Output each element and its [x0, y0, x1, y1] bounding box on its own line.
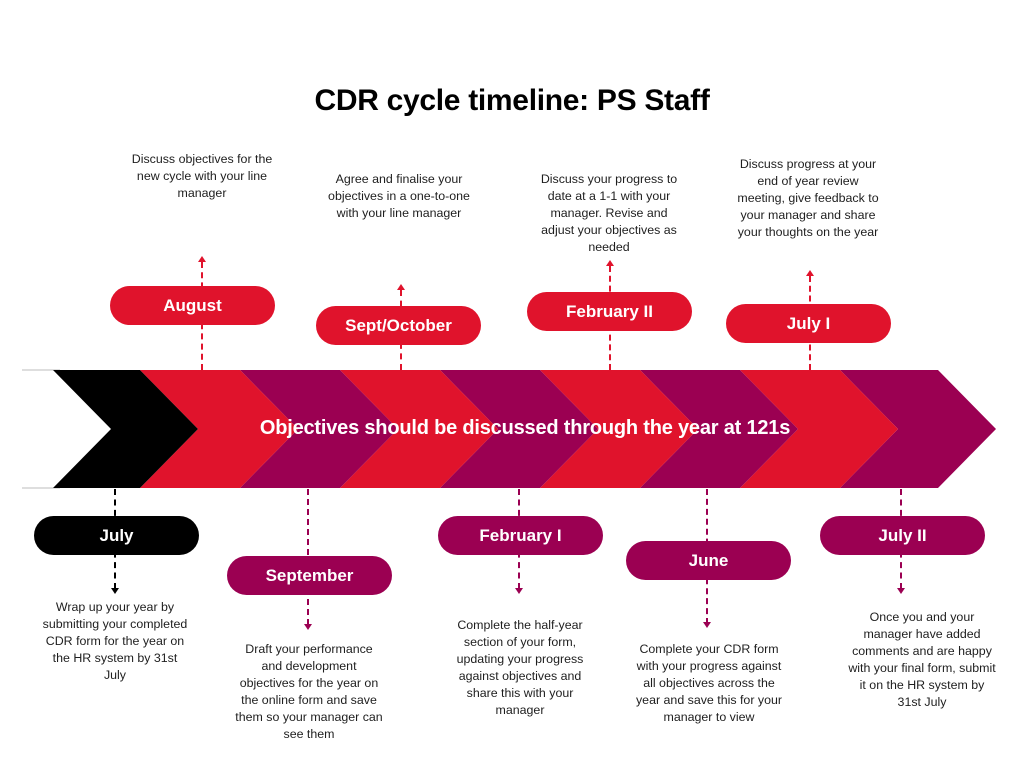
chevron-segment-9 — [840, 370, 996, 488]
milestone-description: Once you and your manager have added com… — [848, 610, 996, 709]
milestone-pill[interactable]: July I — [726, 304, 891, 343]
milestone-pill[interactable]: June — [626, 541, 791, 580]
milestone-label: July II — [878, 525, 927, 545]
chevron-segment-1 — [53, 370, 198, 488]
milestone-description: Discuss your progress to date at a 1-1 w… — [540, 172, 678, 254]
page-title: CDR cycle timeline: PS Staff — [314, 84, 710, 117]
milestone-label: August — [163, 295, 222, 315]
chevron-segment-2 — [140, 370, 298, 488]
milestone-pill[interactable]: July — [34, 516, 199, 555]
milestone-label: September — [265, 565, 354, 585]
chevron-segment-4 — [340, 370, 498, 488]
chevron-segment-6 — [540, 370, 698, 488]
milestone-label: June — [688, 550, 729, 570]
chevron-segment-5 — [440, 370, 598, 488]
chevron-segment-3 — [240, 370, 398, 488]
milestone-label: July — [99, 525, 134, 545]
milestone-description: Agree and finalise your objectives in a … — [328, 172, 470, 220]
milestone-description: Discuss progress at your end of year rev… — [737, 157, 879, 239]
milestone-pill[interactable]: February II — [527, 292, 692, 331]
arrow-up-icon — [606, 260, 614, 266]
milestone-pill[interactable]: August — [110, 286, 275, 325]
milestone-description: Complete your CDR form with your progres… — [635, 642, 782, 724]
milestone-description: Draft your performance and development o… — [235, 642, 383, 741]
milestone-pill[interactable]: Sept/October — [316, 306, 481, 345]
chevron-segment-7 — [640, 370, 798, 488]
arrow-down-icon — [515, 588, 523, 594]
milestone-label: February I — [479, 525, 562, 545]
arrow-up-icon — [397, 284, 405, 290]
arrow-down-icon — [703, 622, 711, 628]
arrow-up-icon — [806, 270, 814, 276]
milestone-label: February II — [566, 301, 653, 321]
milestone-label: July I — [786, 313, 831, 333]
band-caption: Objectives should be discussed through t… — [259, 417, 791, 439]
milestone-description: Complete the half-year section of your f… — [456, 618, 584, 717]
arrow-down-icon — [111, 588, 119, 594]
milestone-description: Wrap up your year by submitting your com… — [42, 600, 188, 682]
milestone-label: Sept/October — [345, 315, 452, 335]
arrow-down-icon — [304, 624, 312, 630]
arrow-up-icon — [198, 256, 206, 262]
milestone-pill[interactable]: September — [227, 556, 392, 595]
milestone-pill[interactable]: July II — [820, 516, 985, 555]
chevron-segment-8 — [740, 370, 898, 488]
arrow-down-icon — [897, 588, 905, 594]
milestone-pill[interactable]: February I — [438, 516, 603, 555]
milestone-description: Discuss objectives for the new cycle wit… — [131, 152, 273, 200]
